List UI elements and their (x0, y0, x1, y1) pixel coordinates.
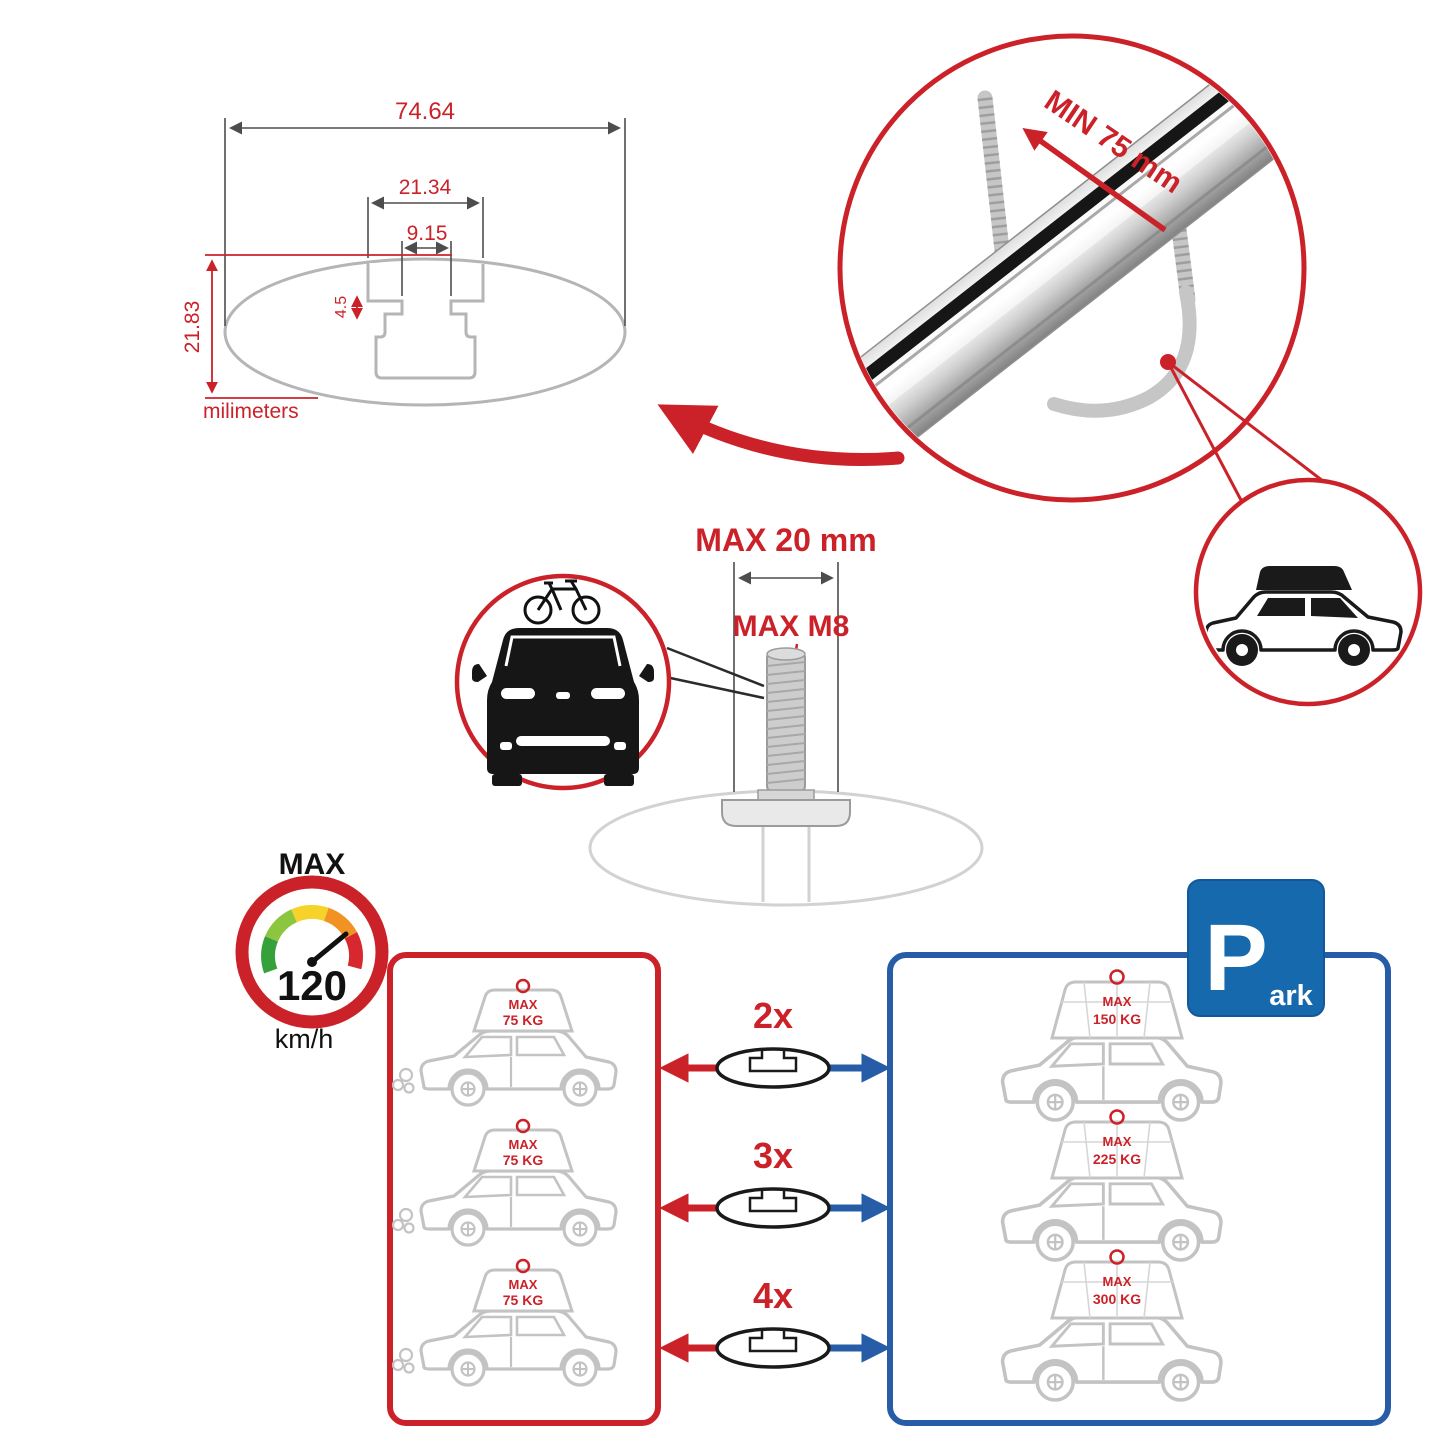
callout-line (1167, 360, 1333, 490)
dim-channel-inner: 9.15 (407, 222, 448, 245)
bolt-icon (721, 647, 851, 827)
crossbar-qty-label: 3x (753, 1135, 793, 1176)
leader-line (666, 646, 765, 688)
dim-channel-outer: 21.34 (399, 176, 452, 199)
bicycle-icon (523, 579, 601, 625)
callout-line (1166, 361, 1244, 503)
car-front-icon (472, 628, 654, 786)
speedometer-icon (235, 875, 389, 1029)
load-weight-label: 75 KG (503, 1292, 544, 1308)
crossbar-slot (748, 1329, 798, 1353)
t-slot-nut-plate (721, 799, 851, 827)
park-sign: P ark (1187, 879, 1325, 1017)
vehicle-roofbox-circle (1193, 477, 1423, 707)
roof-box-icon (1256, 566, 1352, 590)
aluminum-bar (843, 63, 1301, 460)
bolt-neck (757, 789, 815, 801)
crossbar-render (843, 63, 1301, 460)
units-label: milimeters (203, 400, 299, 423)
load-max-label: MAX (509, 997, 538, 1012)
headlight (591, 688, 625, 699)
min-span-arrow-icon (1022, 127, 1167, 233)
crossbar-icon (715, 1327, 831, 1369)
dim-channel-depth: 4.5 (333, 296, 350, 318)
speed-unit: km/h (275, 1024, 334, 1054)
gauge-needle (309, 931, 349, 965)
crossbar-quantity-column: 2x 3x 4x (659, 995, 891, 1369)
crossbar-slot (748, 1189, 798, 1213)
load-max-label: MAX (1103, 1134, 1132, 1149)
load-weight-label: 300 KG (1093, 1291, 1141, 1307)
crossbar-icon (715, 1187, 831, 1229)
leader-line (660, 674, 765, 700)
moving-panel: MAX 75 KG MAX 75 KG MAX 75 KG (387, 952, 661, 1426)
load-max-label: MAX (509, 1137, 538, 1152)
crossbar-slot (748, 1049, 798, 1073)
pointer-arrow-icon (657, 404, 905, 466)
ghost-channel-lines (761, 826, 811, 902)
park-sign-p: P (1204, 905, 1267, 1011)
load-weight-label: 75 KG (503, 1012, 544, 1028)
dim-total-width: 74.64 (395, 98, 455, 125)
park-sign-ark: ark (1269, 980, 1313, 1012)
headlight (501, 688, 535, 699)
dim-total-height: 21.83 (181, 301, 204, 354)
load-max-label: MAX (509, 1277, 538, 1292)
bike-car-circle (454, 573, 672, 791)
crossbar-qty-label: 4x (753, 1275, 793, 1316)
load-max-label: MAX (1103, 994, 1132, 1009)
speed-gauge: MAX 120 km/h (235, 848, 389, 1054)
load-weight-label: 75 KG (503, 1152, 544, 1168)
bolt-length-label: MAX 20 mm (695, 522, 876, 558)
bar-detail-circle: MIN 75 mm (837, 33, 1307, 503)
load-weight-label: 150 KG (1093, 1011, 1141, 1027)
speed-value: 120 (277, 962, 347, 1009)
bolt-thread-label: MAX M8 (733, 610, 850, 643)
load-max-label: MAX (1103, 1274, 1132, 1289)
detail-circle-ring (837, 33, 1307, 503)
park-sign-board (1187, 879, 1325, 1017)
parked-panel: MAX 150 KG MAX 225 KG MAX 300 KG (887, 952, 1391, 1426)
load-weight-label: 225 KG (1093, 1151, 1141, 1167)
bolt-diagram: MAX 20 mm MAX M8 (588, 522, 984, 907)
cross-section-diagram: 74.64 21.34 9.15 4.5 21.83 milimeters (181, 98, 627, 423)
crossbar-qty-label: 2x (753, 995, 793, 1036)
crossbar-icon (715, 1047, 831, 1089)
t-slot-channel-outline (366, 263, 485, 380)
suv-roofbox-icon (1204, 566, 1403, 666)
